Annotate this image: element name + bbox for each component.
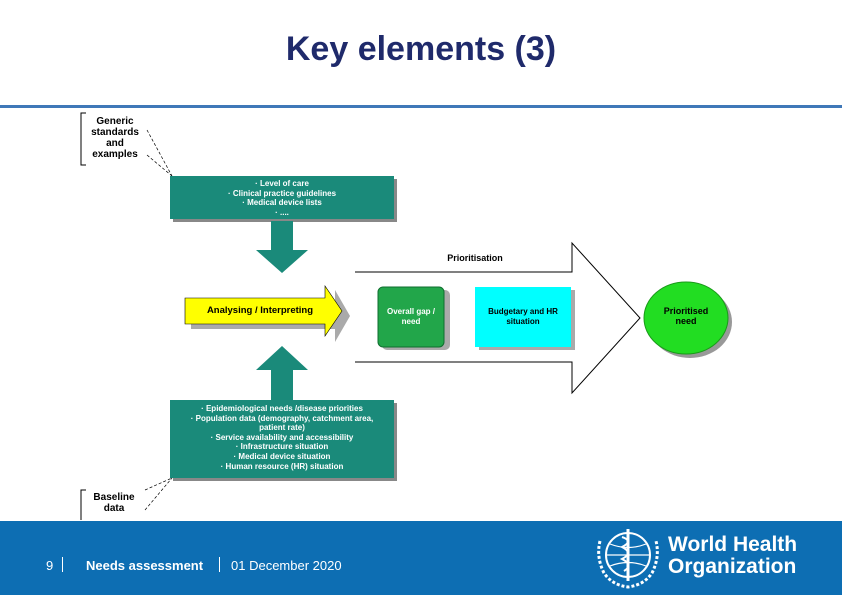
down-arrow — [256, 221, 308, 273]
budgetary-line-1: Budgetary and HR — [488, 307, 558, 316]
who-emblem-icon — [597, 529, 659, 589]
generic-dash-lower — [146, 154, 173, 177]
footer-date: 01 December 2020 — [231, 558, 342, 573]
standards-item-1: · Level of care — [255, 179, 309, 188]
page-number: 9 — [46, 558, 54, 573]
footer-divider-2 — [219, 557, 220, 572]
baseline-data-box — [170, 400, 394, 478]
standards-item-4: · .... — [275, 207, 289, 217]
who-line-1: World Health — [668, 533, 798, 556]
prioritised-need-circle — [643, 281, 729, 355]
overall-gap-label: Overall gap / need — [378, 307, 444, 327]
overall-gap-box — [377, 286, 445, 348]
prioritisation-arrow-outline — [355, 241, 641, 395]
up-arrow — [256, 346, 308, 400]
footer-divider-1 — [62, 557, 63, 572]
generic-bracket — [80, 112, 86, 166]
overall-gap-line-1: Overall gap / — [386, 307, 436, 316]
baseline-bracket — [80, 489, 86, 520]
overall-gap-line-2: need — [401, 317, 421, 326]
baseline-data-label: Baseline data — [84, 492, 144, 514]
standards-box — [170, 176, 394, 219]
who-line-2: Organization — [668, 555, 797, 578]
generic-line-2: standards — [91, 127, 139, 138]
budgetary-label: Budgetary and HR situation — [475, 307, 571, 327]
slide-title: Key elements (3) — [285, 30, 557, 68]
footer-bar — [0, 521, 842, 595]
generic-line-4: examples — [92, 149, 138, 160]
standards-item-3: · Medical device lists — [242, 198, 322, 208]
generic-line-1: Generic — [96, 116, 134, 127]
analysing-label: Analysing / Interpreting — [206, 305, 314, 316]
budgetary-box — [475, 287, 571, 347]
baseline-box-text: · Epidemiological needs /disease priorit… — [170, 404, 394, 471]
title-divider — [0, 105, 842, 108]
analysing-arrow — [184, 285, 343, 337]
baseline-dash-upper — [144, 477, 173, 491]
baseline-line-1: Baseline — [93, 492, 135, 503]
prioritised-line-1: Prioritised — [663, 306, 709, 316]
diagram — [80, 112, 732, 520]
footer-section: Needs assessment — [86, 558, 204, 573]
baseline-line-2: data — [103, 503, 125, 514]
generic-dash-upper — [146, 129, 173, 177]
prioritisation-label: Prioritisation — [447, 253, 503, 263]
baseline-item-3: · Service availability and accessibility — [210, 432, 354, 442]
who-wordmark: World Health Organization — [668, 534, 797, 578]
generic-standards-label: Generic standards and examples — [84, 116, 146, 160]
baseline-item-4: · Infrastructure situation — [235, 442, 329, 452]
budgetary-line-2: situation — [506, 317, 540, 326]
baseline-item-6: · Human resource (HR) situation — [220, 461, 344, 471]
baseline-item-2b: patient rate) — [259, 423, 305, 433]
baseline-item-2: · Population data (demography, catchment… — [190, 413, 374, 423]
baseline-item-1: · Epidemiological needs /disease priorit… — [201, 404, 363, 413]
prioritised-line-2: need — [675, 316, 697, 326]
standards-item-2: · Clinical practice guidelines — [227, 188, 337, 198]
baseline-item-5: · Medical device situation — [233, 451, 331, 461]
standards-box-text: · Level of care · Clinical practice guid… — [170, 179, 394, 217]
baseline-dash-lower — [144, 477, 173, 511]
prioritised-need-label: Prioritised need — [646, 306, 726, 326]
generic-line-3: and — [106, 138, 124, 149]
